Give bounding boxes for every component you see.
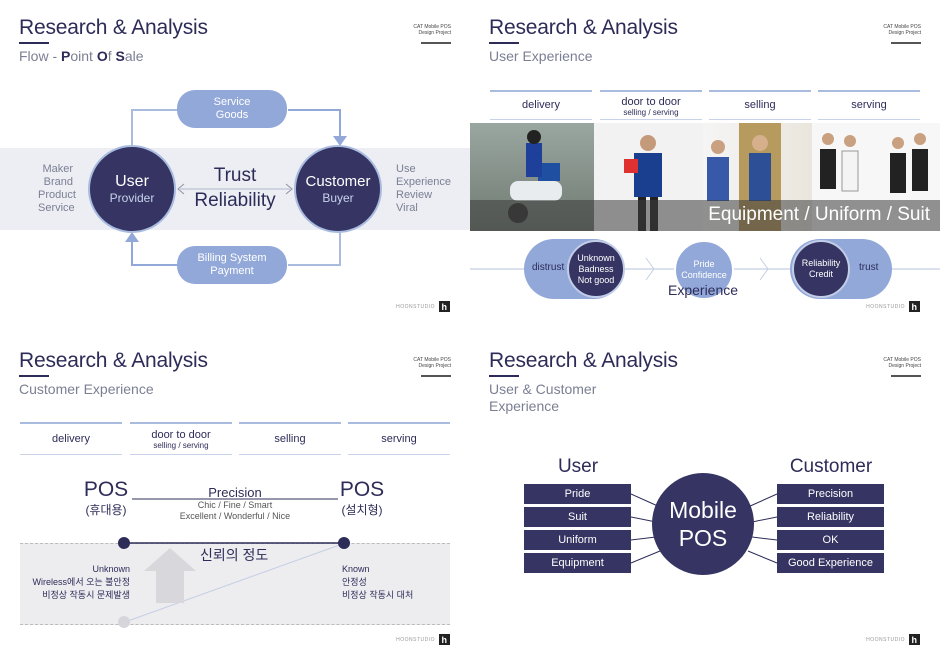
slide-subtitle: Flow - Point Of Sale — [19, 48, 144, 64]
connector-lines — [630, 493, 778, 564]
trust-label: trust — [859, 262, 879, 273]
user-heading: User — [557, 456, 599, 477]
precision-block: Precision Chic / Fine / Smart Excellent … — [179, 485, 291, 521]
customer-item-precision: Precision — [777, 484, 884, 504]
tab-selling: selling — [709, 90, 811, 120]
tab-delivery: delivery — [20, 422, 122, 455]
tab-serving: serving — [348, 422, 450, 455]
project-underline — [421, 375, 451, 377]
banner-text: Equipment / Uniform / Suit — [708, 204, 930, 225]
title-underline — [19, 375, 49, 377]
user-item-pride: Pride — [524, 484, 631, 504]
distrust-label: distrust — [532, 262, 565, 273]
slide-title: Research & Analysis — [489, 16, 678, 39]
dot-right — [338, 537, 350, 549]
banner-overlay — [470, 200, 940, 231]
slide-title: Research & Analysis — [19, 349, 208, 372]
slide-subtitle: User Experience — [489, 48, 593, 64]
customer-item-reliability: Reliability — [777, 507, 884, 527]
user-circle: User Provider — [88, 145, 176, 233]
trust-degree-label: 신뢰의 정도 — [200, 547, 269, 563]
title-underline — [489, 375, 519, 377]
trust-diagram-lines — [124, 498, 346, 623]
user-item-uniform: Uniform — [524, 530, 631, 550]
user-item-suit: Suit — [524, 507, 631, 527]
mobile-pos-circle: Mobile POS — [652, 473, 754, 575]
slide-title: Research & Analysis — [19, 16, 208, 39]
tab-selling: selling — [239, 422, 341, 455]
title-underline — [489, 42, 519, 44]
tab-delivery: delivery — [490, 90, 592, 120]
dot-bottom — [118, 616, 130, 628]
pos-installed: POS (설치형) — [339, 478, 385, 518]
tab-serving: serving — [818, 90, 920, 120]
title-underline — [19, 42, 49, 44]
panel-customer-experience: Research & Analysis Customer Experience … — [0, 333, 470, 665]
user-item-equipment: Equipment — [524, 553, 631, 573]
pos-portable: POS (휴대용) — [83, 478, 129, 518]
panel-user-experience: Research & Analysis User Experience CAT … — [470, 0, 940, 332]
project-underline — [891, 375, 921, 377]
project-underline — [891, 42, 921, 44]
dot-left — [118, 537, 130, 549]
slide-title: Research & Analysis — [489, 349, 678, 372]
experience-caption: Experience — [668, 282, 739, 298]
panel-flow-pos: Research & Analysis Flow - Point Of Sale… — [0, 0, 470, 332]
customer-heading: Customer — [789, 456, 873, 477]
customer-item-ok: OK — [777, 530, 884, 550]
project-underline — [421, 42, 451, 44]
customer-circle: Customer Buyer — [294, 145, 382, 233]
flow-arrows — [125, 109, 347, 266]
customer-item-good-experience: Good Experience — [777, 553, 884, 573]
slide-subtitle: Customer Experience — [19, 381, 154, 397]
